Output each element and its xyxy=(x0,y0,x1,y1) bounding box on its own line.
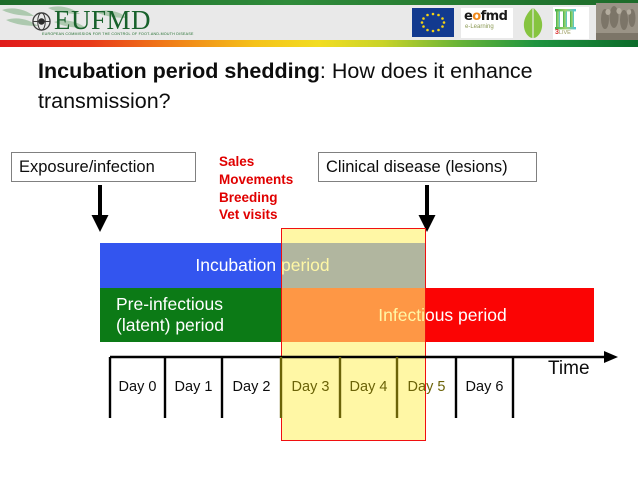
day-label: Day 3 xyxy=(291,379,330,395)
eofmd-elearning-logo: eofmd e-Learning xyxy=(461,7,513,38)
day-label: Day 6 xyxy=(465,379,504,395)
eofmd-mark-accent: o xyxy=(472,8,481,24)
slide-title: Incubation period shedding: How does it … xyxy=(38,56,598,116)
slide-title-emphasis: Incubation period shedding xyxy=(38,59,320,83)
slide-title-rest: : How does it enhance transmission? xyxy=(38,59,533,113)
header-gradient-stripe xyxy=(0,40,638,47)
day-label: Day 1 xyxy=(174,379,213,395)
roman-three-sub-number: 3 xyxy=(555,28,559,36)
eu-stars-icon xyxy=(420,12,446,33)
relief-photo-logo xyxy=(596,2,638,43)
eofmd-mark-post: fmd xyxy=(480,8,508,24)
latent-period-label-line1: Pre-infectious xyxy=(116,294,223,314)
roman-three-sub-text: LIVE xyxy=(558,29,571,36)
risk-event-line: Breeding xyxy=(219,189,278,205)
day-label: Day 5 xyxy=(407,379,446,395)
exposure-infection-label: Exposure/infection xyxy=(11,152,196,182)
eu-flag-logo xyxy=(412,8,454,37)
pre-infectious-latent-period-bar: Pre-infectious (latent) period xyxy=(100,288,281,342)
eufmd-logo: EUFMD EUROPEAN COMMISSION FOR THE CONTRO… xyxy=(32,6,282,40)
risk-event-line: Sales xyxy=(219,154,255,169)
day-label: Day 2 xyxy=(232,379,271,395)
down-arrow-icon xyxy=(91,185,109,232)
eofmd-elearning-sublabel: e-Learning xyxy=(465,23,494,30)
header-logo-row: eofmd e-Learning xyxy=(412,2,638,43)
day-label: Day 0 xyxy=(118,379,157,395)
green-leaf-logo xyxy=(523,7,543,38)
overlap-highlight-window xyxy=(281,228,426,441)
eofmd-wordmark: eofmd xyxy=(464,8,508,24)
eufmd-wordmark: EUFMD xyxy=(54,5,152,35)
roman-three-sublabel: 3LIVE xyxy=(555,29,571,36)
down-arrow-icon xyxy=(418,185,436,232)
eufmd-tagline: EUROPEAN COMMISSION FOR THE CONTROL OF F… xyxy=(42,32,194,37)
risk-event-line: Movements xyxy=(219,171,294,187)
globe-icon xyxy=(32,12,51,31)
clinical-disease-label: Clinical disease (lesions) xyxy=(318,152,537,182)
roman-numeral-three-icon xyxy=(555,8,576,29)
time-axis-label: Time xyxy=(548,358,590,379)
latent-period-label-line2: (latent) period xyxy=(116,315,224,335)
risk-event-line: Vet visits xyxy=(219,207,278,223)
day-label: Day 4 xyxy=(349,379,388,395)
roman-three-logo: 3LIVE xyxy=(553,6,589,39)
header-banner: EUFMD EUROPEAN COMMISSION FOR THE CONTRO… xyxy=(0,0,638,47)
decorative-leaves-icon xyxy=(2,6,128,28)
eofmd-mark-pre: e xyxy=(464,8,473,24)
header-top-stripe xyxy=(0,0,638,5)
